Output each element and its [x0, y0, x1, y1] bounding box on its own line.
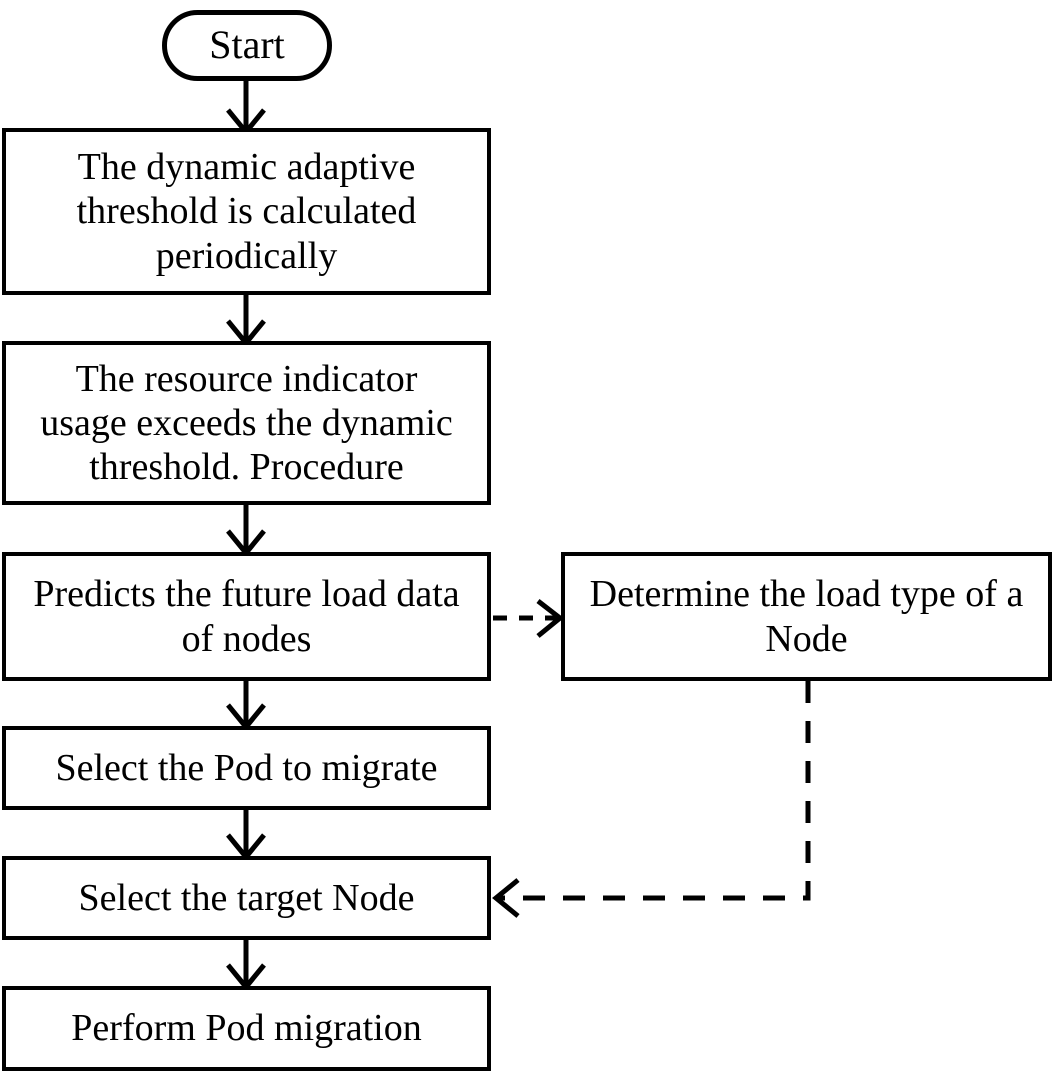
- edge-determine-load-type-to-box5: [492, 681, 811, 918]
- node-start-label: Start: [209, 22, 285, 68]
- node-calculate-dynamic-threshold-label: The dynamic adaptive threshold is calcul…: [76, 146, 417, 277]
- node-determine-load-type[interactable]: Determine the load type of a Node: [561, 552, 1052, 681]
- node-usage-exceeds-threshold[interactable]: The resource indicator usage exceeds the…: [2, 341, 491, 505]
- node-select-pod-to-migrate-label: Select the Pod to migrate: [55, 746, 438, 789]
- node-select-pod-to-migrate[interactable]: Select the Pod to migrate: [2, 726, 491, 810]
- edge-box5-to-box6: [226, 940, 266, 991]
- node-predict-future-load-label: Predicts the future load data of nodes: [33, 573, 460, 660]
- node-usage-exceeds-threshold-label: The resource indicator usage exceeds the…: [40, 357, 453, 489]
- node-determine-load-type-label: Determine the load type of a Node: [589, 573, 1024, 660]
- edge-start-to-box1: [226, 80, 266, 136]
- node-predict-future-load[interactable]: Predicts the future load data of nodes: [2, 552, 491, 681]
- edge-box1-to-box2: [226, 295, 266, 347]
- edge-box3-to-box4: [226, 681, 266, 731]
- node-select-target-node[interactable]: Select the target Node: [2, 856, 491, 940]
- edge-box3-to-determine-load-type: [493, 599, 565, 638]
- edge-box4-to-box5: [226, 810, 266, 861]
- node-select-target-node-label: Select the target Node: [78, 876, 415, 919]
- node-start[interactable]: Start: [162, 10, 332, 81]
- node-perform-pod-migration-label: Perform Pod migration: [71, 1007, 422, 1050]
- edge-box2-to-box3: [226, 505, 266, 557]
- node-calculate-dynamic-threshold[interactable]: The dynamic adaptive threshold is calcul…: [2, 128, 491, 295]
- node-perform-pod-migration[interactable]: Perform Pod migration: [2, 986, 491, 1071]
